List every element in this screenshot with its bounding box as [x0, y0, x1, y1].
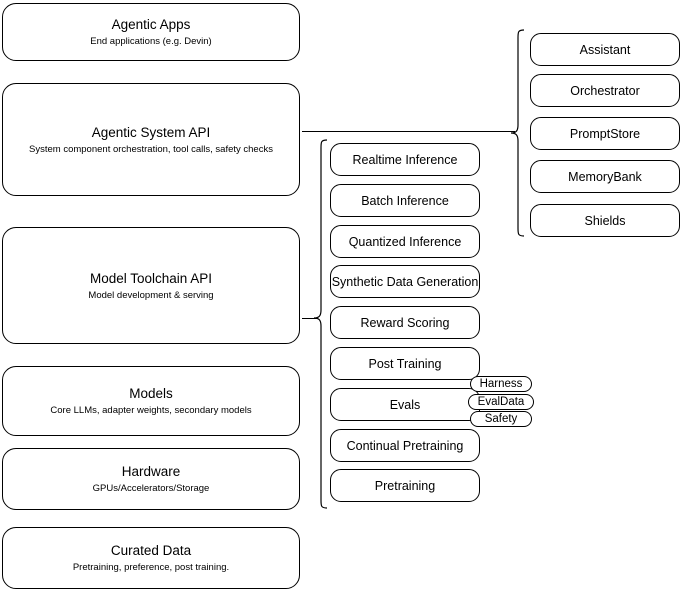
- layer-subtitle: GPUs/Accelerators/Storage: [92, 483, 210, 494]
- capability-label: Continual Pretraining: [346, 438, 464, 453]
- layer-subtitle: Model development & serving: [88, 289, 214, 301]
- layer-agentic-apps[interactable]: Agentic Apps End applications (e.g. Devi…: [2, 3, 300, 61]
- system-components-bracket: [510, 29, 525, 237]
- capability-realtime-inference[interactable]: Realtime Inference: [330, 143, 480, 176]
- layer-title: Agentic Apps: [111, 17, 191, 32]
- component-label: PromptStore: [569, 126, 641, 141]
- capability-label: Quantized Inference: [348, 234, 462, 249]
- layer-title: Curated Data: [110, 543, 192, 558]
- component-label: Orchestrator: [570, 83, 640, 98]
- capability-evals[interactable]: Evals: [330, 388, 480, 421]
- pill-label: Harness: [479, 378, 523, 390]
- layer-agentic-system-api[interactable]: Agentic System API System component orch…: [2, 83, 300, 196]
- capability-label: Synthetic Data Generation: [331, 274, 479, 289]
- evals-subcomponent-harness[interactable]: Harness: [470, 376, 532, 392]
- layer-subtitle: Pretraining, preference, post training.: [72, 562, 230, 573]
- capability-label: Pretraining: [374, 478, 436, 493]
- connector-system-api-to-components: [302, 131, 515, 132]
- layer-subtitle: End applications (e.g. Devin): [90, 36, 212, 47]
- capability-label: Realtime Inference: [352, 152, 458, 167]
- system-component-promptstore[interactable]: PromptStore: [530, 117, 680, 150]
- layer-models[interactable]: Models Core LLMs, adapter weights, secon…: [2, 366, 300, 436]
- system-component-assistant[interactable]: Assistant: [530, 33, 680, 66]
- pill-label: EvalData: [477, 396, 525, 408]
- layer-subtitle: System component orchestration, tool cal…: [29, 143, 273, 155]
- pill-label: Safety: [484, 413, 518, 425]
- capability-reward-scoring[interactable]: Reward Scoring: [330, 306, 480, 339]
- capability-quantized-inference[interactable]: Quantized Inference: [330, 225, 480, 258]
- capability-post-training[interactable]: Post Training: [330, 347, 480, 380]
- layer-title: Agentic System API: [91, 124, 211, 140]
- layer-subtitle: Core LLMs, adapter weights, secondary mo…: [50, 405, 252, 416]
- capability-label: Reward Scoring: [360, 315, 450, 330]
- layer-title: Model Toolchain API: [89, 270, 213, 286]
- capability-pretraining[interactable]: Pretraining: [330, 469, 480, 502]
- layer-model-toolchain-api[interactable]: Model Toolchain API Model development & …: [2, 227, 300, 344]
- evals-subcomponent-safety[interactable]: Safety: [470, 411, 532, 427]
- layer-title: Models: [129, 386, 173, 401]
- component-label: MemoryBank: [568, 169, 642, 184]
- component-label: Assistant: [579, 42, 631, 57]
- component-label: Shields: [584, 213, 626, 228]
- capabilities-bracket: [313, 139, 328, 509]
- capability-label: Batch Inference: [361, 193, 449, 208]
- layer-hardware[interactable]: Hardware GPUs/Accelerators/Storage: [2, 448, 300, 510]
- layer-title: Hardware: [121, 464, 181, 479]
- system-component-shields[interactable]: Shields: [530, 204, 680, 237]
- layer-curated-data[interactable]: Curated Data Pretraining, preference, po…: [2, 527, 300, 589]
- capability-synthetic-data-generation[interactable]: Synthetic Data Generation: [330, 265, 480, 298]
- evals-subcomponent-evaldata[interactable]: EvalData: [468, 394, 534, 410]
- capability-continual-pretraining[interactable]: Continual Pretraining: [330, 429, 480, 462]
- capability-label: Post Training: [368, 356, 442, 371]
- connector-toolchain-api-to-capabilities: [302, 318, 318, 319]
- capability-batch-inference[interactable]: Batch Inference: [330, 184, 480, 217]
- system-component-memorybank[interactable]: MemoryBank: [530, 160, 680, 193]
- capability-label: Evals: [389, 397, 421, 412]
- system-component-orchestrator[interactable]: Orchestrator: [530, 74, 680, 107]
